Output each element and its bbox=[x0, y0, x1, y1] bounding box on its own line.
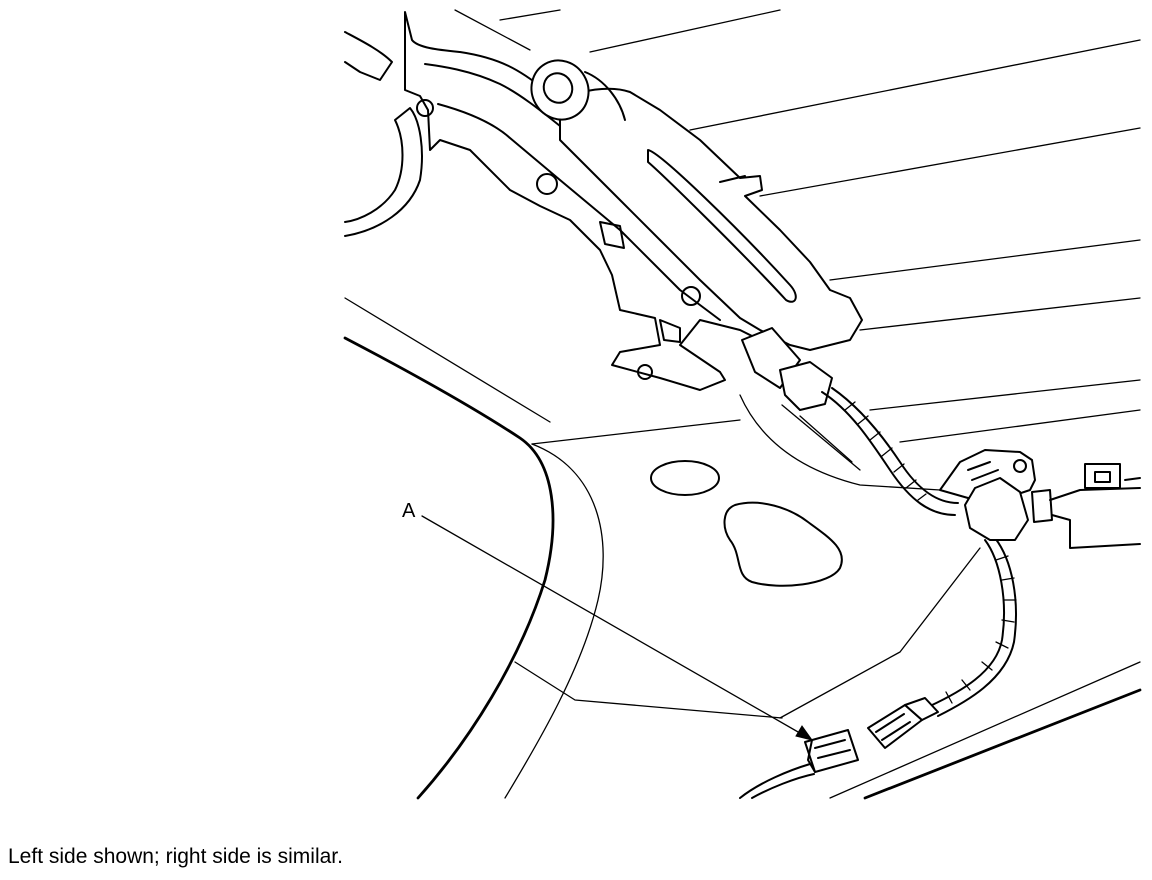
tensioner-unit bbox=[530, 59, 863, 351]
harness-clip-bracket bbox=[939, 449, 1141, 549]
connector-a bbox=[804, 729, 859, 773]
callout-a-leader bbox=[421, 515, 814, 741]
harness-connector bbox=[867, 697, 939, 749]
figure-caption: Left side shown; right side is similar. bbox=[8, 845, 343, 868]
callout-a-label: A bbox=[402, 500, 416, 522]
upper-frame bbox=[344, 9, 1141, 411]
wire-harness bbox=[739, 387, 1017, 799]
floor-panel bbox=[343, 297, 1142, 800]
floor-holes bbox=[650, 460, 843, 587]
tensioner-connector bbox=[741, 327, 833, 411]
